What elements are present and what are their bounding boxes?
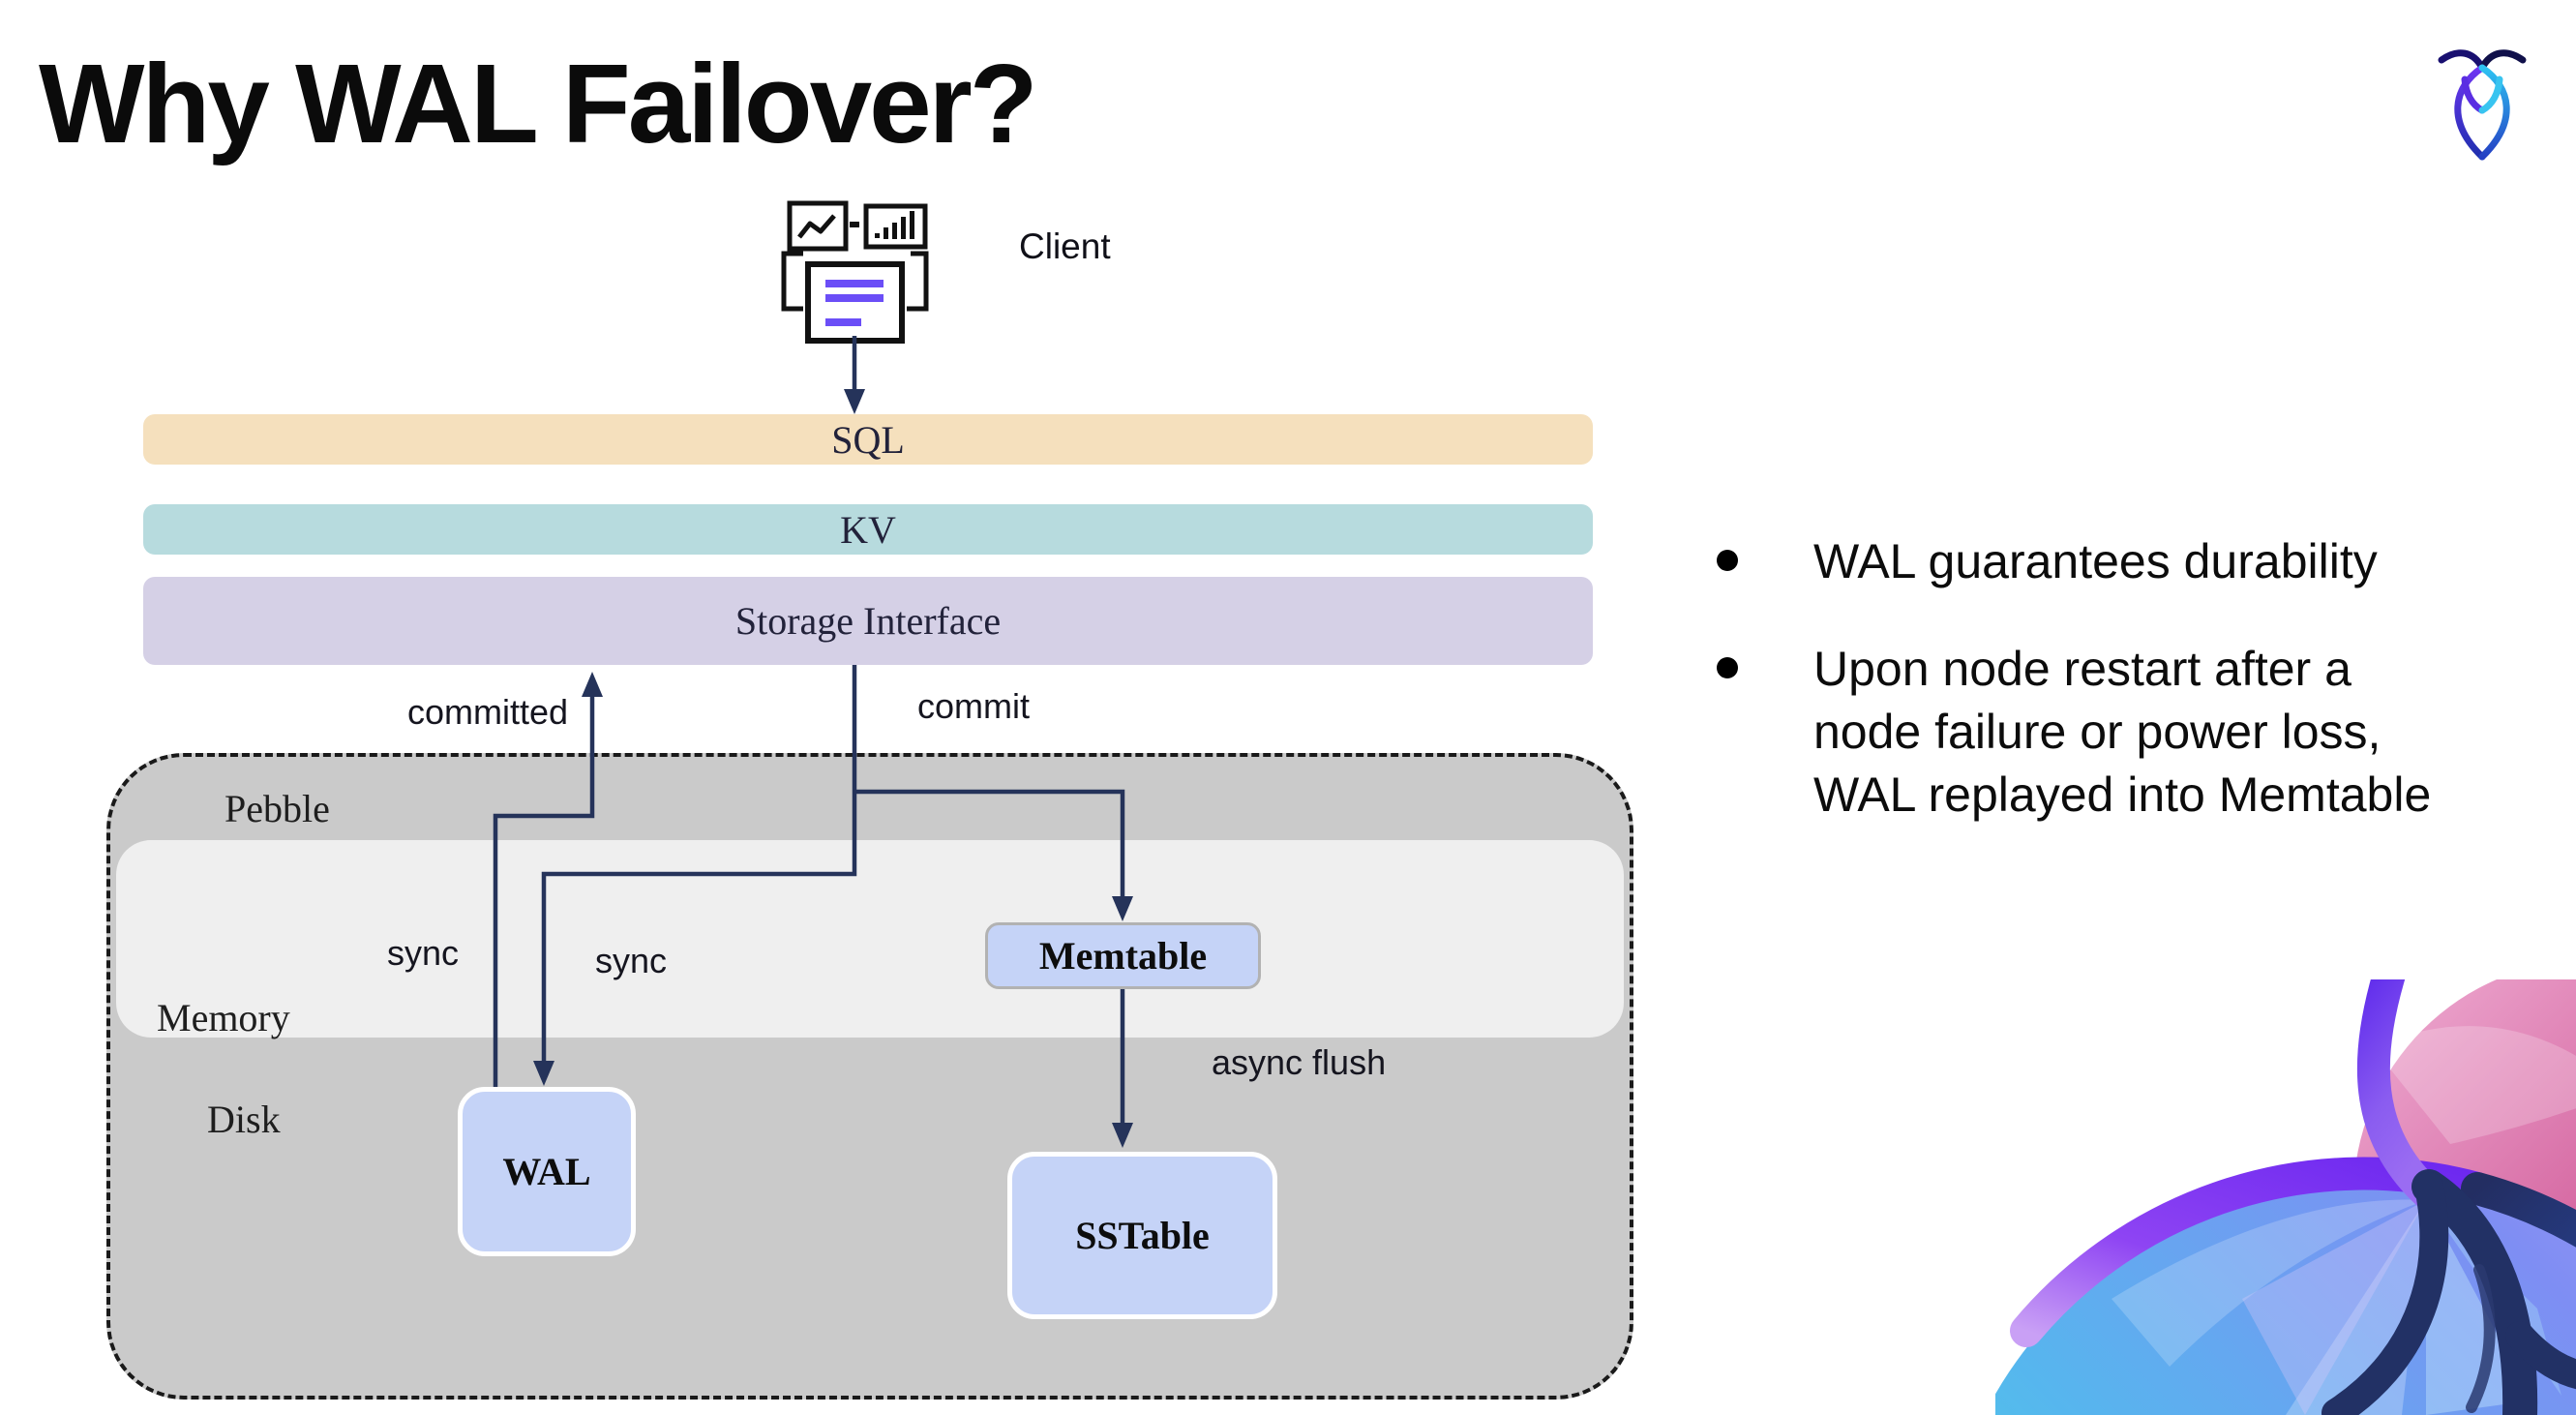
layer-kv-label: KV: [840, 507, 896, 552]
list-item: WAL guarantees durability: [1717, 530, 2576, 593]
layer-kv: KV: [143, 504, 1593, 555]
list-item: Upon node restart after a node failure o…: [1717, 638, 2576, 827]
layer-sql: SQL: [143, 414, 1593, 465]
disk-label: Disk: [207, 1098, 281, 1141]
page-title: Why WAL Failover?: [39, 41, 1038, 166]
bullet-list: WAL guarantees durability Upon node rest…: [1717, 530, 2576, 871]
edge-label-sync-left: sync: [387, 933, 460, 973]
layer-storage-label: Storage Interface: [734, 599, 1002, 643]
pebble-label: Pebble: [225, 787, 330, 830]
client-workstation-icon: [781, 200, 929, 344]
edge-label-async-flush: async flush: [1212, 1042, 1387, 1082]
node-memtable-label: Memtable: [1038, 934, 1208, 978]
memory-label: Memory: [157, 996, 290, 1039]
bracket-left: [781, 251, 803, 312]
layer-sql-label: SQL: [831, 417, 905, 462]
line-chart-icon: [787, 200, 849, 252]
decoration-purple-arc: [2356, 979, 2445, 1211]
node-sstable-label: SSTable: [1075, 1214, 1210, 1257]
arrowhead-sql: [844, 389, 865, 414]
edge-label-commit: commit: [917, 686, 1030, 726]
bullet-text: Upon node restart after a node failure o…: [1813, 642, 2432, 822]
bullet-text: WAL guarantees durability: [1813, 534, 2378, 588]
bracket-right: [907, 251, 929, 312]
edge-label-committed: committed: [407, 692, 569, 732]
brand-decoration: [1995, 979, 2576, 1415]
edge-label-sync-right: sync: [595, 941, 668, 980]
memory-zone: [116, 840, 1624, 1038]
node-wal-label: WAL: [502, 1150, 591, 1193]
node-wal: WAL: [458, 1087, 636, 1256]
bullet-icon: [1717, 657, 1738, 678]
node-sstable: SSTable: [1007, 1152, 1277, 1319]
document-icon: [805, 261, 905, 344]
client-label: Client: [1019, 226, 1111, 266]
bullet-icon: [1717, 550, 1738, 571]
arrowhead-storage: [582, 672, 603, 697]
layer-storage: Storage Interface: [143, 577, 1593, 665]
node-memtable: Memtable: [985, 922, 1261, 989]
cockroachdb-logo-icon: [2438, 49, 2527, 161]
